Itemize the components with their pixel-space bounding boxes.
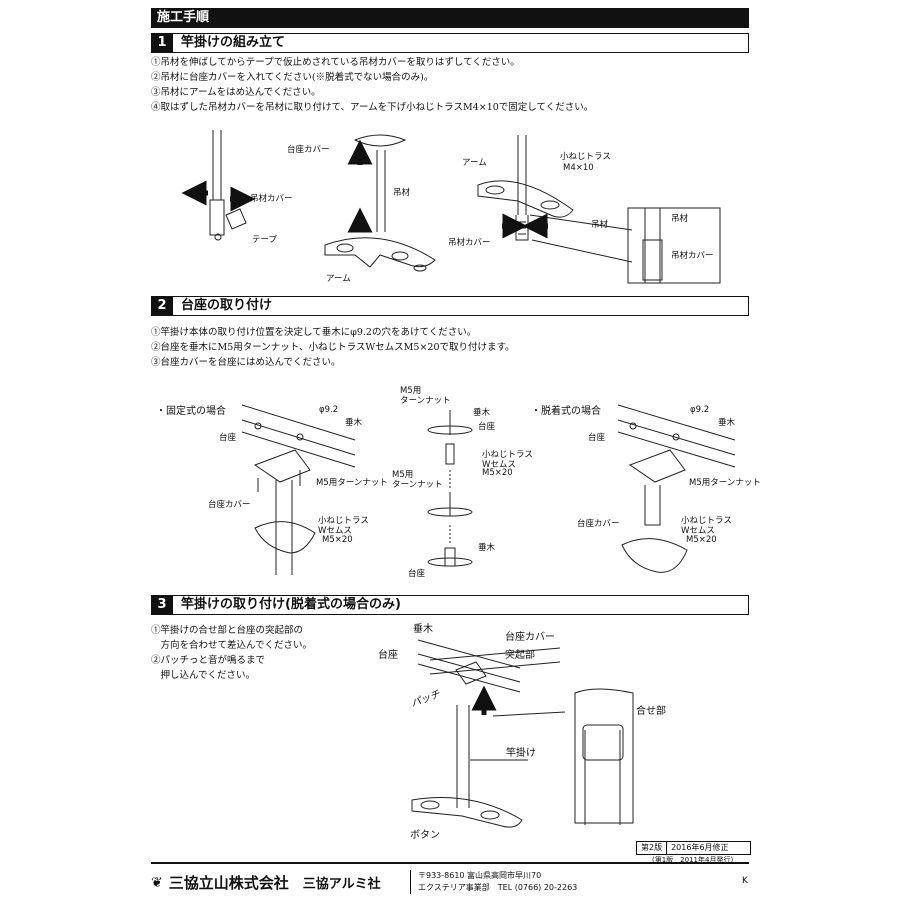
step-text: ②台座を垂木にM5用ターンナット、小ねじトラスWセムスM5×20で取り付けます。 <box>151 342 515 353</box>
label-tsuzai-2: 吊材 <box>591 220 609 230</box>
label-c-m5x20: M5×20 <box>482 468 513 478</box>
section-1-number: 1 <box>151 33 173 53</box>
revision-date: 2016年6月修正 <box>671 843 729 852</box>
section-1-header: 1 竿掛けの組み立て <box>151 33 749 53</box>
label-r-phi: φ9.2 <box>690 405 710 415</box>
step-text: ①竿掛け本体の取り付け位置を決定して垂木にφ9.2の穴をあけてください。 <box>151 327 477 338</box>
version-label: 第2版 <box>637 842 668 854</box>
diagram-2-fixed <box>241 404 356 575</box>
diagram-3 <box>411 639 634 828</box>
label-m4x10: M4×10 <box>563 163 594 173</box>
section-3-steps: ①竿掛けの合せ部と台座の突起部の 方向を合わせて差込んでください。 ②パッチっと… <box>151 623 312 683</box>
label-daiza: 台座 <box>219 433 237 443</box>
label-c-turn-nut2-1: M5用 <box>392 470 414 480</box>
label-3-daiza-cover: 台座カバー <box>505 632 555 643</box>
diagram-2-center <box>427 410 473 567</box>
step-text: ②吊材に台座カバーを入れてください(※脱着式でない場合のみ)。 <box>151 72 434 83</box>
label-c-turn-nut-2: ターンナット <box>400 396 451 406</box>
label-arm: アーム <box>326 274 351 284</box>
step-text: ①吊材を伸ばしてからテープで仮止めされている吊材カバーを取りはずしてください。 <box>151 57 520 68</box>
label-arm-2: アーム <box>462 158 487 168</box>
section-1-title: 竿掛けの組み立て <box>181 35 286 50</box>
address-block: 〒933-8610 富山県高岡市早川70 エクステリア事業部 TEL (0766… <box>418 870 577 894</box>
label-c-turn-nut2-2: ターンナット <box>392 480 443 490</box>
label-3-awase: 合せ部 <box>636 706 666 717</box>
section-2-header: 2 台座の取り付け <box>151 296 749 316</box>
label-tsuzai-cover: 吊材カバー <box>250 194 293 204</box>
label-phi: φ9.2 <box>319 405 339 415</box>
section-1-steps: ①吊材を伸ばしてからテープで仮止めされている吊材カバーを取りはずしてください。 … <box>151 55 593 115</box>
section-3-header: 3 竿掛けの取り付け(脱着式の場合のみ) <box>151 595 749 615</box>
step-text: ①竿掛けの合せ部と台座の突起部の <box>151 625 304 636</box>
company-division: 三協アルミ社 <box>302 877 381 892</box>
label-c-daiza: 台座 <box>478 422 496 432</box>
step-text: ③吊材にアームをはめ込んでください。 <box>151 87 321 98</box>
company-name: 三協立山株式会社 <box>168 874 289 892</box>
label-tsuzai-cover-2: 吊材カバー <box>448 238 491 248</box>
label-3-tokki: 突起部 <box>505 650 535 661</box>
section-2-steps: ①竿掛け本体の取り付け位置を決定して垂木にφ9.2の穴をあけてください。 ②台座… <box>151 325 515 370</box>
step-text: ②パッチっと音が鳴るまで <box>151 655 266 666</box>
diagram-2-removable <box>617 404 736 573</box>
label-koneji-2: 小ねじトラス <box>318 516 369 526</box>
leaf-logo-icon: ❦ <box>151 874 163 891</box>
label-daiza-cover: 台座カバー <box>287 145 330 155</box>
label-wsems: Wセムス <box>318 526 352 536</box>
section-2-title: 台座の取り付け <box>181 298 273 313</box>
label-turn-nut: M5用ターンナット <box>316 478 388 488</box>
label-r-m5x20: M5×20 <box>686 535 717 545</box>
footer-divider <box>410 870 411 894</box>
label-c-daiza-2: 台座 <box>408 569 426 579</box>
section-3-number: 3 <box>151 595 173 615</box>
label-detail-tsuzai: 吊材 <box>671 214 689 224</box>
label-3-saokake: 竿掛け <box>506 748 536 759</box>
version-box: 第2版 2016年6月修正 <box>636 841 751 855</box>
label-c-wsems: Wセムス <box>482 460 516 470</box>
label-c-koneji: 小ねじトラス <box>482 450 533 460</box>
label-r-turn-nut: M5用ターンナット <box>689 478 761 488</box>
label-r-taruki: 垂木 <box>718 418 736 428</box>
step-text: 方向を合わせて差込んでください。 <box>151 640 313 651</box>
diagram-1b <box>324 134 436 272</box>
section-3-title: 竿掛けの取り付け(脱着式の場合のみ) <box>181 597 401 612</box>
label-removable-case: ・脱着式の場合 <box>531 406 601 417</box>
label-koneji: 小ねじトラス <box>560 152 611 162</box>
section-2-number: 2 <box>151 296 173 316</box>
label-r-daiza: 台座 <box>588 433 606 443</box>
label-3-taruki: 垂木 <box>413 624 433 635</box>
page-header: 施工手順 <box>151 8 749 28</box>
page-code: K <box>742 876 748 886</box>
arrows-1a <box>181 180 256 212</box>
label-r-wsems: Wセムス <box>681 526 715 536</box>
label-detail-cover: 吊材カバー <box>671 251 714 261</box>
step-text: 押し込んでください。 <box>151 670 256 681</box>
step-text: ③台座カバーを台座にはめ込んでください。 <box>151 357 341 368</box>
address-line-2: エクステリア事業部 TEL (0766) 20-2263 <box>418 883 578 892</box>
footer-rule <box>151 862 749 864</box>
first-edition-note: (第1版 2011年4月発行) <box>652 856 734 864</box>
step-text: ④取はずした吊材カバーを吊材に取り付けて、アームを下げ小ねじトラスM4×10で固… <box>151 102 594 113</box>
label-taruki: 垂木 <box>345 418 363 428</box>
label-tsuzai: 吊材 <box>393 188 411 198</box>
label-m5x20: M5×20 <box>322 535 353 545</box>
diagram-1a <box>209 130 247 241</box>
company-logo: ❦ 三協立山株式会社 三協アルミ社 <box>151 872 381 893</box>
label-daiza-cover-2: 台座カバー <box>208 500 251 510</box>
label-c-turn-nut-1: M5用 <box>400 386 422 396</box>
label-fixed-case: ・固定式の場合 <box>156 406 226 417</box>
label-3-daiza: 台座 <box>378 650 398 661</box>
label-tape: テープ <box>252 235 277 245</box>
address-line-1: 〒933-8610 富山県高岡市早川70 <box>418 871 542 880</box>
label-r-daiza-cover: 台座カバー <box>577 519 620 529</box>
label-3-button: ボタン <box>410 830 440 841</box>
label-r-koneji: 小ねじトラス <box>681 516 732 526</box>
label-c-taruki-2: 垂木 <box>478 543 496 553</box>
label-c-taruki: 垂木 <box>473 408 491 418</box>
